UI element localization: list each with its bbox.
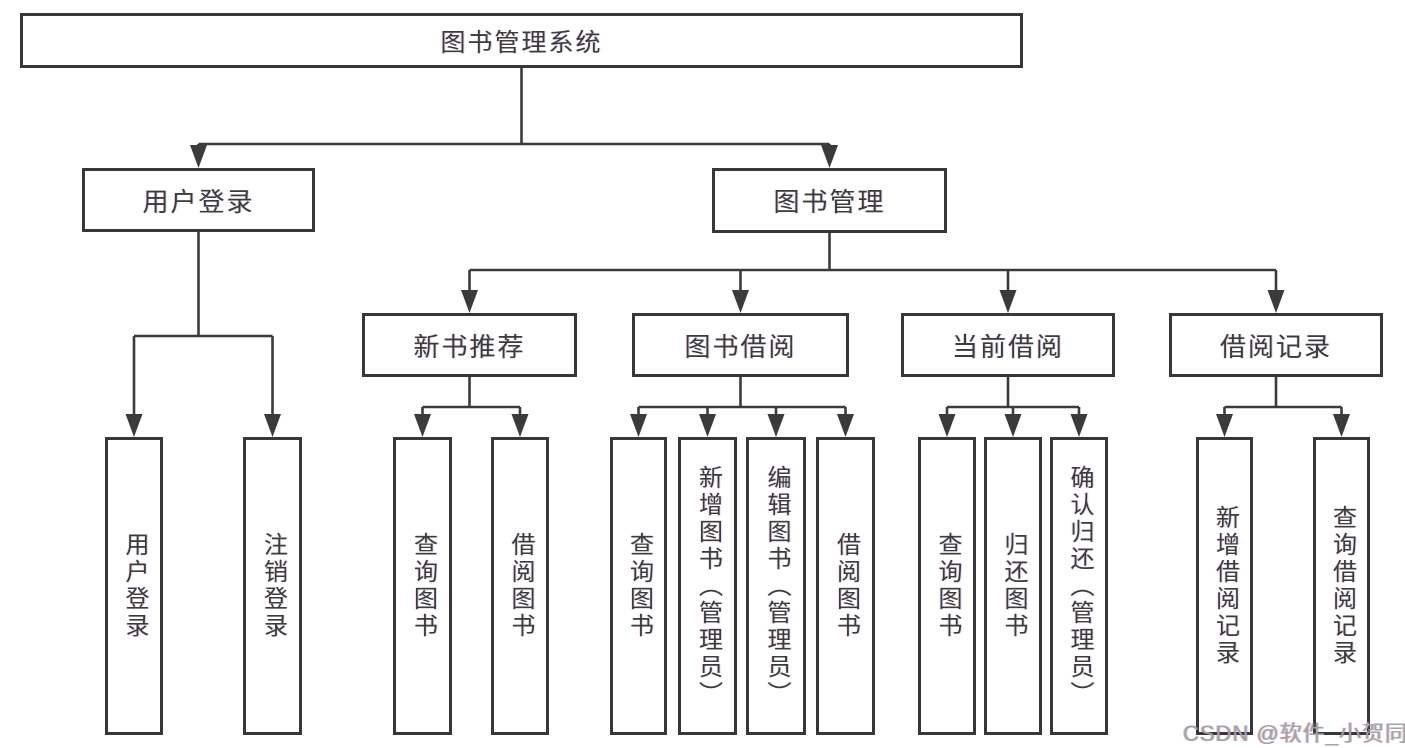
arrow-down-icon bbox=[999, 290, 1017, 313]
arrow-down-icon bbox=[511, 414, 529, 437]
node-book-management: 图书管理 bbox=[712, 168, 947, 233]
leaf-query-borrow-record: 查询借阅记录 bbox=[1313, 437, 1370, 735]
arrowheads bbox=[125, 145, 1350, 437]
node-root-library-system: 图书管理系统 bbox=[20, 13, 1023, 68]
arrow-down-icon bbox=[938, 414, 956, 437]
arrow-down-icon bbox=[630, 414, 647, 437]
arrow-down-icon bbox=[821, 145, 838, 168]
arrow-down-icon bbox=[414, 414, 431, 437]
connector-new-book-branch bbox=[421, 377, 522, 416]
arrow-down-icon bbox=[1333, 414, 1350, 437]
leaf-add-borrow-record: 新增借阅记录 bbox=[1196, 437, 1253, 735]
arrow-down-icon bbox=[699, 414, 716, 437]
arrow-down-icon bbox=[264, 414, 281, 437]
leaf-query-books-recommend: 查询图书 bbox=[393, 437, 452, 735]
connector-borrow-records-branch bbox=[1223, 377, 1343, 416]
leaf-borrow-books: 借阅图书 bbox=[816, 437, 875, 735]
arrow-down-icon bbox=[837, 414, 854, 437]
node-book-borrowing: 图书借阅 bbox=[632, 313, 849, 377]
arrow-down-icon bbox=[767, 414, 785, 437]
arrow-down-icon bbox=[461, 290, 478, 313]
leaf-query-books-borrow: 查询图书 bbox=[610, 437, 667, 735]
leaf-edit-book-admin: 编辑图书（管理员） bbox=[746, 437, 806, 735]
arrow-down-icon bbox=[1267, 290, 1285, 313]
connector-book-borrow-branch bbox=[637, 377, 847, 416]
node-borrowing-records: 借阅记录 bbox=[1169, 313, 1383, 377]
connector-current-borrow-branch bbox=[945, 377, 1081, 416]
leaf-add-book-admin: 新增图书（管理员） bbox=[678, 437, 737, 735]
arrow-down-icon bbox=[1216, 414, 1233, 437]
arrow-down-icon bbox=[732, 290, 749, 313]
leaf-borrow-books-recommend: 借阅图书 bbox=[491, 437, 549, 735]
connector-user-login-branch bbox=[132, 232, 274, 416]
arrow-down-icon bbox=[190, 145, 207, 168]
connector-root-to-level2 bbox=[197, 68, 831, 150]
arrow-down-icon bbox=[1070, 414, 1088, 437]
arrow-down-icon bbox=[125, 414, 143, 437]
leaf-confirm-return-admin: 确认归还（管理员） bbox=[1050, 437, 1108, 735]
leaf-query-books-current: 查询图书 bbox=[918, 437, 976, 735]
leaf-return-books: 归还图书 bbox=[984, 437, 1042, 735]
watermark: CSDN @软件_小贺同学 bbox=[1183, 721, 1405, 746]
connector-book-management-branch bbox=[468, 233, 1278, 292]
node-new-book-recommendation: 新书推荐 bbox=[362, 313, 577, 377]
leaf-user-login: 用户登录 bbox=[105, 437, 163, 735]
arrow-down-icon bbox=[1004, 414, 1022, 437]
node-current-borrowing: 当前借阅 bbox=[901, 313, 1115, 377]
leaf-logout: 注销登录 bbox=[243, 437, 302, 735]
node-user-login: 用户登录 bbox=[82, 168, 315, 232]
